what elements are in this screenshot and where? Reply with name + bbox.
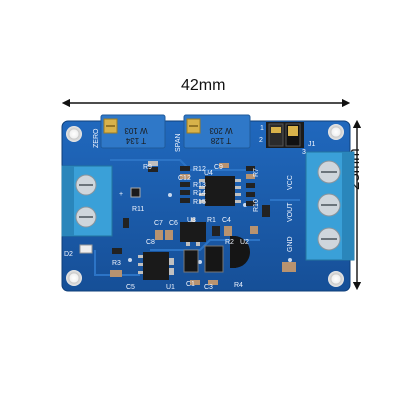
mounting-hole-top-right	[328, 124, 344, 140]
transistor-to92	[230, 236, 250, 268]
mounting-hole-bottom-right	[328, 271, 344, 287]
u4-ic-chip	[199, 176, 241, 206]
d2-label: D2	[64, 251, 73, 258]
u3-label: U3	[187, 217, 196, 224]
r1-label: R1	[207, 217, 216, 224]
silkscreen-labels: ZERO SPAN J1 1 2 3 VCC VOUT GND R9 R12 R…	[64, 125, 316, 291]
u2-label: U2	[240, 239, 249, 246]
r11-label: R11	[132, 206, 144, 213]
zero-potentiometer: W 103 T 134	[100, 114, 166, 149]
span-potentiometer: W 203 T 128	[183, 114, 251, 149]
c8-label: C8	[146, 239, 155, 246]
r7-label: R7	[253, 168, 260, 177]
c7-label: C7	[154, 220, 163, 227]
zero-label: ZERO	[93, 128, 100, 148]
u3-ic-chip	[180, 218, 206, 246]
c5-label: C5	[126, 284, 135, 291]
jumper-pin-2-label: 2	[259, 137, 263, 144]
smd-diode-2	[183, 249, 199, 273]
u1-ic-chip	[138, 252, 174, 280]
width-dimension-label: 42mm	[181, 77, 226, 94]
span-pot-marking-2: T 128	[210, 136, 231, 145]
smd-components	[110, 161, 296, 285]
c6-label: C6	[169, 220, 178, 227]
jumper-pin-1-label: 1	[260, 125, 264, 132]
zero-pot-marking-1: W 103	[124, 126, 148, 135]
jumper-header	[266, 122, 304, 148]
plus-marker: +	[119, 191, 123, 198]
r12-label: R12	[193, 166, 206, 173]
span-pot-marking-1: W 203	[209, 126, 233, 135]
r9-label: R9	[143, 164, 152, 171]
gnd-label: GND	[287, 236, 294, 252]
r4-label: R4	[234, 282, 243, 289]
c1-label: C1	[186, 281, 195, 288]
c3-label: C3	[204, 284, 213, 291]
c9-label: C9	[214, 164, 223, 171]
vcc-label: VCC	[287, 175, 294, 190]
vout-label: VOUT	[287, 202, 294, 222]
d2-led	[79, 244, 93, 254]
r10-label: R10	[253, 199, 260, 212]
jumper-pin-3-label: 3	[302, 149, 306, 156]
u4-label: U4	[204, 170, 213, 177]
smd-diode	[204, 245, 224, 273]
r2-label: R2	[225, 239, 234, 246]
input-terminal-block	[61, 165, 113, 237]
span-label: SPAN	[175, 133, 182, 152]
r13-label: R13	[193, 182, 206, 189]
zero-pot-marking-2: T 134	[125, 136, 146, 145]
c12-label: C12	[178, 175, 191, 182]
mounting-hole-bottom-left	[66, 270, 82, 286]
output-terminal-block	[305, 151, 355, 261]
r15-label: R15	[193, 199, 206, 206]
r3-label: R3	[112, 260, 121, 267]
r14-label: R14	[193, 190, 206, 197]
c4-label: C4	[222, 217, 231, 224]
j1-label: J1	[308, 141, 316, 148]
mounting-hole-top-left	[66, 126, 82, 142]
u1-label: U1	[166, 284, 175, 291]
